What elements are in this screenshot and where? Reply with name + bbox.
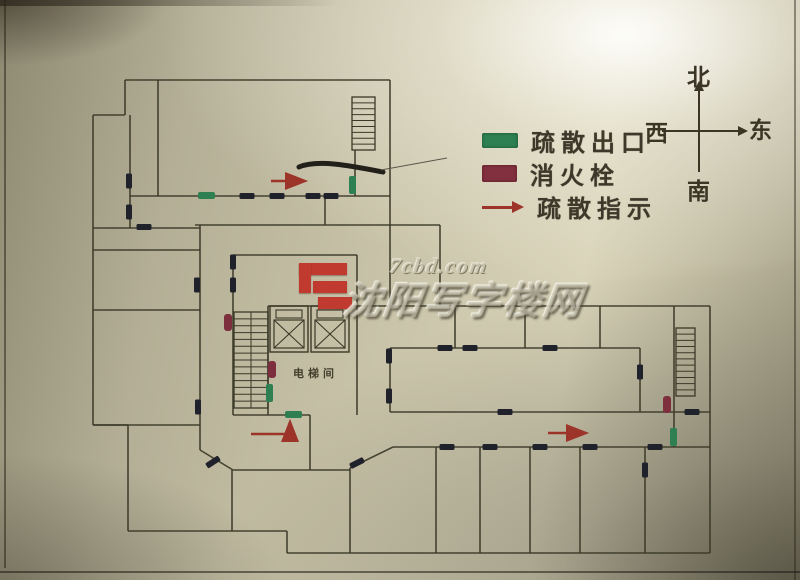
hydrant-marker bbox=[268, 361, 276, 378]
door-marker bbox=[323, 193, 339, 199]
compass-axis-horizontal bbox=[662, 130, 739, 132]
door-marker bbox=[126, 204, 132, 220]
door-marker bbox=[269, 193, 285, 199]
door-marker bbox=[482, 444, 498, 450]
door-marker bbox=[582, 444, 598, 450]
door-marker bbox=[349, 457, 365, 469]
elevator-room-label: 电梯间 bbox=[293, 368, 338, 380]
compass-east-arrow-icon bbox=[738, 126, 748, 136]
elevator-shaft bbox=[269, 305, 309, 353]
door-marker bbox=[637, 364, 643, 380]
door-marker bbox=[126, 173, 132, 189]
door-marker bbox=[305, 193, 321, 199]
door-marker bbox=[230, 254, 236, 270]
door-marker bbox=[205, 455, 221, 469]
compass-west-label: 西 bbox=[645, 121, 668, 146]
door-marker bbox=[195, 399, 201, 415]
door-marker bbox=[532, 444, 548, 450]
exit-marker bbox=[198, 192, 215, 199]
elevator-cross bbox=[273, 319, 305, 349]
door-marker bbox=[437, 345, 453, 351]
elevator-slot bbox=[316, 309, 344, 319]
watermark-site-name: 沈阳写字楼网 bbox=[340, 281, 587, 323]
legend-item-hydrant: 消火栓 bbox=[482, 157, 652, 190]
compass-north-arrow-icon bbox=[694, 81, 704, 91]
exit-swatch-icon bbox=[482, 133, 518, 148]
compass-north-label: 北 bbox=[687, 65, 710, 90]
compass-south-label: 南 bbox=[687, 179, 710, 204]
evac-arrow bbox=[251, 418, 300, 443]
door-marker bbox=[542, 345, 558, 351]
compass-east-label: 东 bbox=[749, 118, 772, 143]
stair-outline bbox=[675, 327, 696, 397]
site-logo-icon bbox=[318, 297, 352, 309]
door-marker bbox=[647, 444, 663, 450]
hydrant-swatch-icon bbox=[482, 165, 517, 182]
elevator-cross bbox=[314, 319, 346, 349]
door-marker bbox=[642, 462, 648, 478]
hydrant-marker bbox=[224, 314, 232, 331]
photo-edge-right bbox=[794, 0, 796, 580]
photo-edge-left bbox=[4, 0, 6, 568]
legend: 疏散出口 消火栓 疏散指示 bbox=[482, 124, 652, 223]
exit-marker bbox=[349, 176, 356, 194]
exit-marker bbox=[266, 384, 273, 402]
legend-item-exit: 疏散出口 bbox=[482, 124, 652, 157]
site-logo-icon bbox=[313, 281, 347, 293]
exit-marker bbox=[285, 411, 302, 418]
door-marker bbox=[386, 348, 392, 364]
door-marker bbox=[684, 409, 700, 415]
legend-label: 消火栓 bbox=[530, 164, 620, 190]
photo-edge-bottom bbox=[0, 571, 800, 573]
exit-marker bbox=[670, 428, 677, 446]
door-marker bbox=[230, 277, 236, 293]
scratch-mark bbox=[296, 160, 386, 175]
legend-item-arrow: 疏散指示 bbox=[482, 190, 652, 223]
arrow-swatch-icon bbox=[482, 200, 524, 213]
site-logo-icon bbox=[299, 263, 311, 293]
door-marker bbox=[439, 444, 455, 450]
door-marker bbox=[497, 409, 513, 415]
door-marker bbox=[136, 224, 152, 230]
elevator-car bbox=[273, 319, 305, 349]
elevator-slot bbox=[275, 309, 303, 319]
legend-label: 疏散出口 bbox=[531, 131, 651, 157]
legend-label: 疏散指示 bbox=[537, 197, 657, 223]
door-marker bbox=[194, 277, 200, 293]
site-logo-icon bbox=[299, 263, 347, 275]
stair-outline bbox=[351, 96, 376, 151]
elevator-car bbox=[314, 319, 346, 349]
photo-edge-top bbox=[0, 0, 340, 6]
door-marker bbox=[462, 345, 478, 351]
hydrant-marker bbox=[663, 396, 671, 413]
scratch-tail bbox=[380, 157, 448, 171]
door-marker bbox=[386, 388, 392, 404]
door-marker bbox=[239, 193, 255, 199]
